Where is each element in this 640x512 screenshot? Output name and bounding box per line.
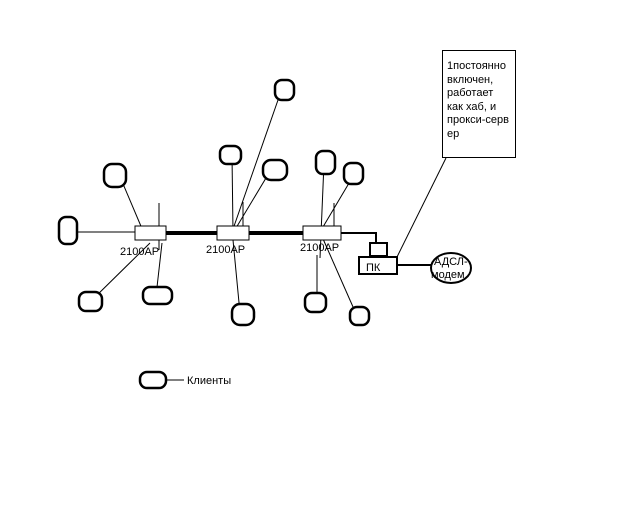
pc-monitor <box>369 242 388 257</box>
client[interactable] <box>261 158 289 182</box>
pc[interactable]: ПК <box>358 242 398 275</box>
access-point-label: 2100AP <box>206 244 245 256</box>
link <box>319 162 325 259</box>
link <box>231 99 279 233</box>
access-point-1[interactable]: 2100AP <box>120 225 167 258</box>
modem-label-line2: модем <box>431 269 465 281</box>
link <box>231 154 234 233</box>
client[interactable] <box>348 305 371 327</box>
client[interactable] <box>342 161 365 186</box>
legend-client-symbol <box>138 370 168 390</box>
client[interactable] <box>141 285 174 306</box>
pc-link <box>341 232 377 243</box>
link <box>319 231 358 317</box>
link <box>232 239 241 314</box>
link <box>89 242 151 303</box>
client[interactable] <box>314 149 337 176</box>
access-point-label: 2100AP <box>120 246 159 258</box>
client[interactable] <box>77 290 104 313</box>
pc-note: 1постоянно включен, работает как хаб, и … <box>442 50 516 158</box>
client[interactable] <box>57 215 79 246</box>
access-point-box[interactable] <box>302 225 342 241</box>
access-point-box[interactable] <box>134 225 167 241</box>
client[interactable] <box>303 291 328 314</box>
modem-label-line1: АДСЛ- <box>434 256 468 268</box>
note-pointer <box>396 157 447 258</box>
modem-shape[interactable] <box>430 252 472 284</box>
pc-label: ПК <box>366 262 381 274</box>
client[interactable] <box>218 144 243 166</box>
access-point-box[interactable] <box>216 225 250 241</box>
legend-label: Клиенты <box>187 375 231 387</box>
clients <box>57 78 371 327</box>
client[interactable] <box>230 302 256 327</box>
legend: Клиенты <box>138 370 231 390</box>
access-point-label: 2100AP <box>300 242 339 254</box>
client[interactable] <box>273 78 296 102</box>
access-point-3[interactable]: 2100AP <box>300 225 342 254</box>
access-point-2[interactable]: 2100AP <box>206 225 250 256</box>
client-links <box>77 99 358 317</box>
adsl-modem[interactable]: АДСЛ- модем <box>430 252 472 284</box>
client[interactable] <box>102 162 128 189</box>
pc-box[interactable] <box>358 256 398 275</box>
